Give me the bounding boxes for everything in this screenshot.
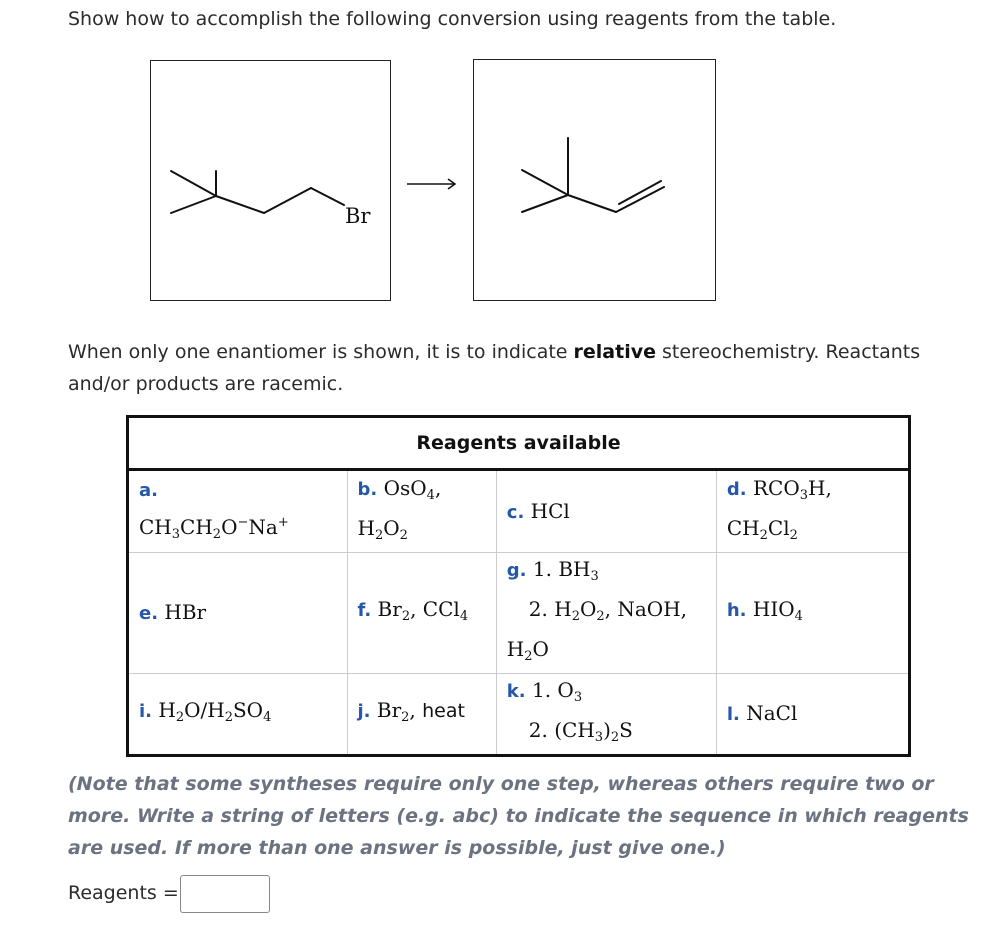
- reagent-formula-part: ,: [434, 475, 442, 500]
- reagent-formula-part: +: [277, 514, 289, 530]
- reagent-formula-part: HIO: [746, 597, 795, 621]
- reagents-answer-input[interactable]: [180, 875, 270, 913]
- reactant-skeletal-formula: Br: [170, 170, 371, 228]
- reagent-formula-part: O: [383, 515, 400, 540]
- reagent-letter: h.: [726, 600, 747, 621]
- reagent-formula-part: , NaOH,: [604, 597, 687, 621]
- reagent-formula-part: 4: [263, 710, 272, 725]
- stereo-note-text-end: stereochemistry. Reactants and/or produc…: [68, 341, 921, 395]
- reagent-formula-part: Br: [370, 698, 402, 722]
- reagent-formula-part: 2: [524, 649, 533, 664]
- reagent-formula-part: 2: [374, 527, 384, 543]
- reagent-option-e: e. HBr: [127, 552, 348, 674]
- reagent-formula-part: HBr: [158, 600, 207, 624]
- reagent-formula-part: 3: [799, 487, 808, 503]
- reagent-formula-part: ): [603, 718, 611, 742]
- reagent-option-j: j. Br2, heat: [346, 673, 497, 756]
- reagent-option-a: a.CH3CH2O−Na+: [127, 469, 348, 553]
- reagent-formula-part: 2: [759, 527, 768, 543]
- reagent-formula-part: CH: [726, 515, 760, 540]
- reagent-formula-part: 3: [171, 526, 181, 542]
- reagent-formula-part: H: [357, 515, 375, 540]
- reagent-letter: f.: [357, 600, 372, 621]
- reagents-table: Reagents available a.CH3CH2O−Na+b. OsO4,…: [126, 415, 911, 757]
- reagent-formula-part: 2: [212, 526, 222, 542]
- reagent-letter: c.: [506, 501, 525, 523]
- reagent-letter: d.: [726, 478, 747, 500]
- reagent-option-i: i. H2O/H2SO4: [127, 673, 348, 756]
- reagent-formula-part: 2: [175, 710, 185, 725]
- reagent-formula-part: 4: [426, 487, 435, 503]
- reagent-letter: a.: [139, 479, 158, 501]
- reagent-formula-part: 2: [571, 609, 580, 624]
- reactant-structure: Br: [150, 60, 391, 301]
- bromine-label: Br: [345, 204, 371, 228]
- reaction-arrow-icon: [407, 178, 457, 190]
- reagent-formula-part: 4: [794, 609, 803, 624]
- reagent-formula-part: 3: [573, 690, 583, 705]
- reagent-formula-part: H: [152, 698, 176, 722]
- reagent-letter: l.: [726, 704, 740, 725]
- reagent-formula-part: H,: [808, 475, 832, 500]
- stereochemistry-note: When only one enantiomer is shown, it is…: [68, 336, 948, 400]
- stereo-note-text: When only one enantiomer is shown, it is…: [68, 341, 574, 363]
- reagent-formula-part: Cl: [767, 515, 790, 540]
- reagent-formula-part: 3: [590, 569, 599, 584]
- reagent-formula-part: CH: [139, 514, 172, 539]
- reagent-formula-part: ,: [409, 698, 423, 722]
- reagent-letter: i.: [139, 701, 153, 722]
- reagent-formula-part: 2: [789, 527, 798, 543]
- reagent-formula-part: 2: [610, 730, 620, 745]
- reagent-formula-part: 1. O: [525, 678, 574, 702]
- reagent-formula-part: 3: [594, 730, 604, 745]
- reagent-formula-part: , CCl: [410, 597, 460, 621]
- table-header: Reagents available: [127, 416, 910, 471]
- reagent-option-f: f. Br2, CCl4: [346, 552, 497, 674]
- reagent-formula-part: OsO: [377, 475, 427, 500]
- reagent-formula-part: S: [619, 718, 633, 742]
- reagent-option-h: h. HIO4: [715, 552, 910, 674]
- product-skeletal-formula: [521, 137, 665, 213]
- reagent-letter: b.: [357, 478, 378, 500]
- reagent-letter: e.: [139, 603, 159, 624]
- reagent-formula-part: O: [532, 637, 549, 661]
- reagent-letter: k.: [506, 681, 526, 702]
- reagent-formula-part: O: [221, 514, 238, 539]
- reagent-letter: g.: [506, 560, 527, 581]
- reagent-formula-part: RCO: [746, 475, 800, 500]
- reagent-formula-part: 4: [459, 609, 469, 624]
- question-text: Show how to accomplish the following con…: [68, 8, 837, 30]
- reagent-formula-part: −: [237, 514, 249, 530]
- reagent-formula-part: O/H: [184, 698, 225, 722]
- reagent-letter: j.: [357, 701, 371, 722]
- reagent-formula-part: 2: [401, 609, 411, 624]
- stereo-note-bold: relative: [573, 341, 656, 363]
- answer-label: Reagents =: [68, 882, 179, 904]
- reagent-formula-part: 2: [596, 609, 605, 624]
- reagent-option-c: c. HCl: [495, 469, 717, 553]
- reagent-formula-part: CH: [180, 514, 213, 539]
- reagent-formula-part: Br: [371, 597, 402, 621]
- reagent-formula-part: 2. H: [528, 597, 572, 621]
- reagent-option-b: b. OsO4,H2O2: [346, 469, 497, 553]
- reagent-formula-part: NaCl: [739, 701, 798, 725]
- reagent-option-d: d. RCO3H,CH2Cl2: [715, 469, 910, 553]
- reagent-formula-part: SO: [232, 698, 264, 722]
- instructions-note: (Note that some syntheses require only o…: [68, 773, 969, 859]
- reagent-option-l: l. NaCl: [715, 673, 910, 756]
- reagent-formula-part: 2. (CH: [528, 718, 595, 742]
- reagent-formula-part: 2: [401, 710, 410, 725]
- reagent-formula-part: O: [579, 597, 597, 621]
- reagent-formula-part: H: [506, 637, 525, 661]
- reagent-formula-part: 1. BH: [526, 557, 591, 581]
- reagent-formula-part: heat: [422, 700, 465, 722]
- reagent-formula-part: 2: [224, 710, 233, 725]
- reagent-formula-part: HCl: [524, 498, 570, 523]
- reagent-formula-part: 2: [399, 527, 408, 543]
- product-structure: [473, 59, 716, 301]
- reagent-formula-part: Na: [248, 514, 278, 539]
